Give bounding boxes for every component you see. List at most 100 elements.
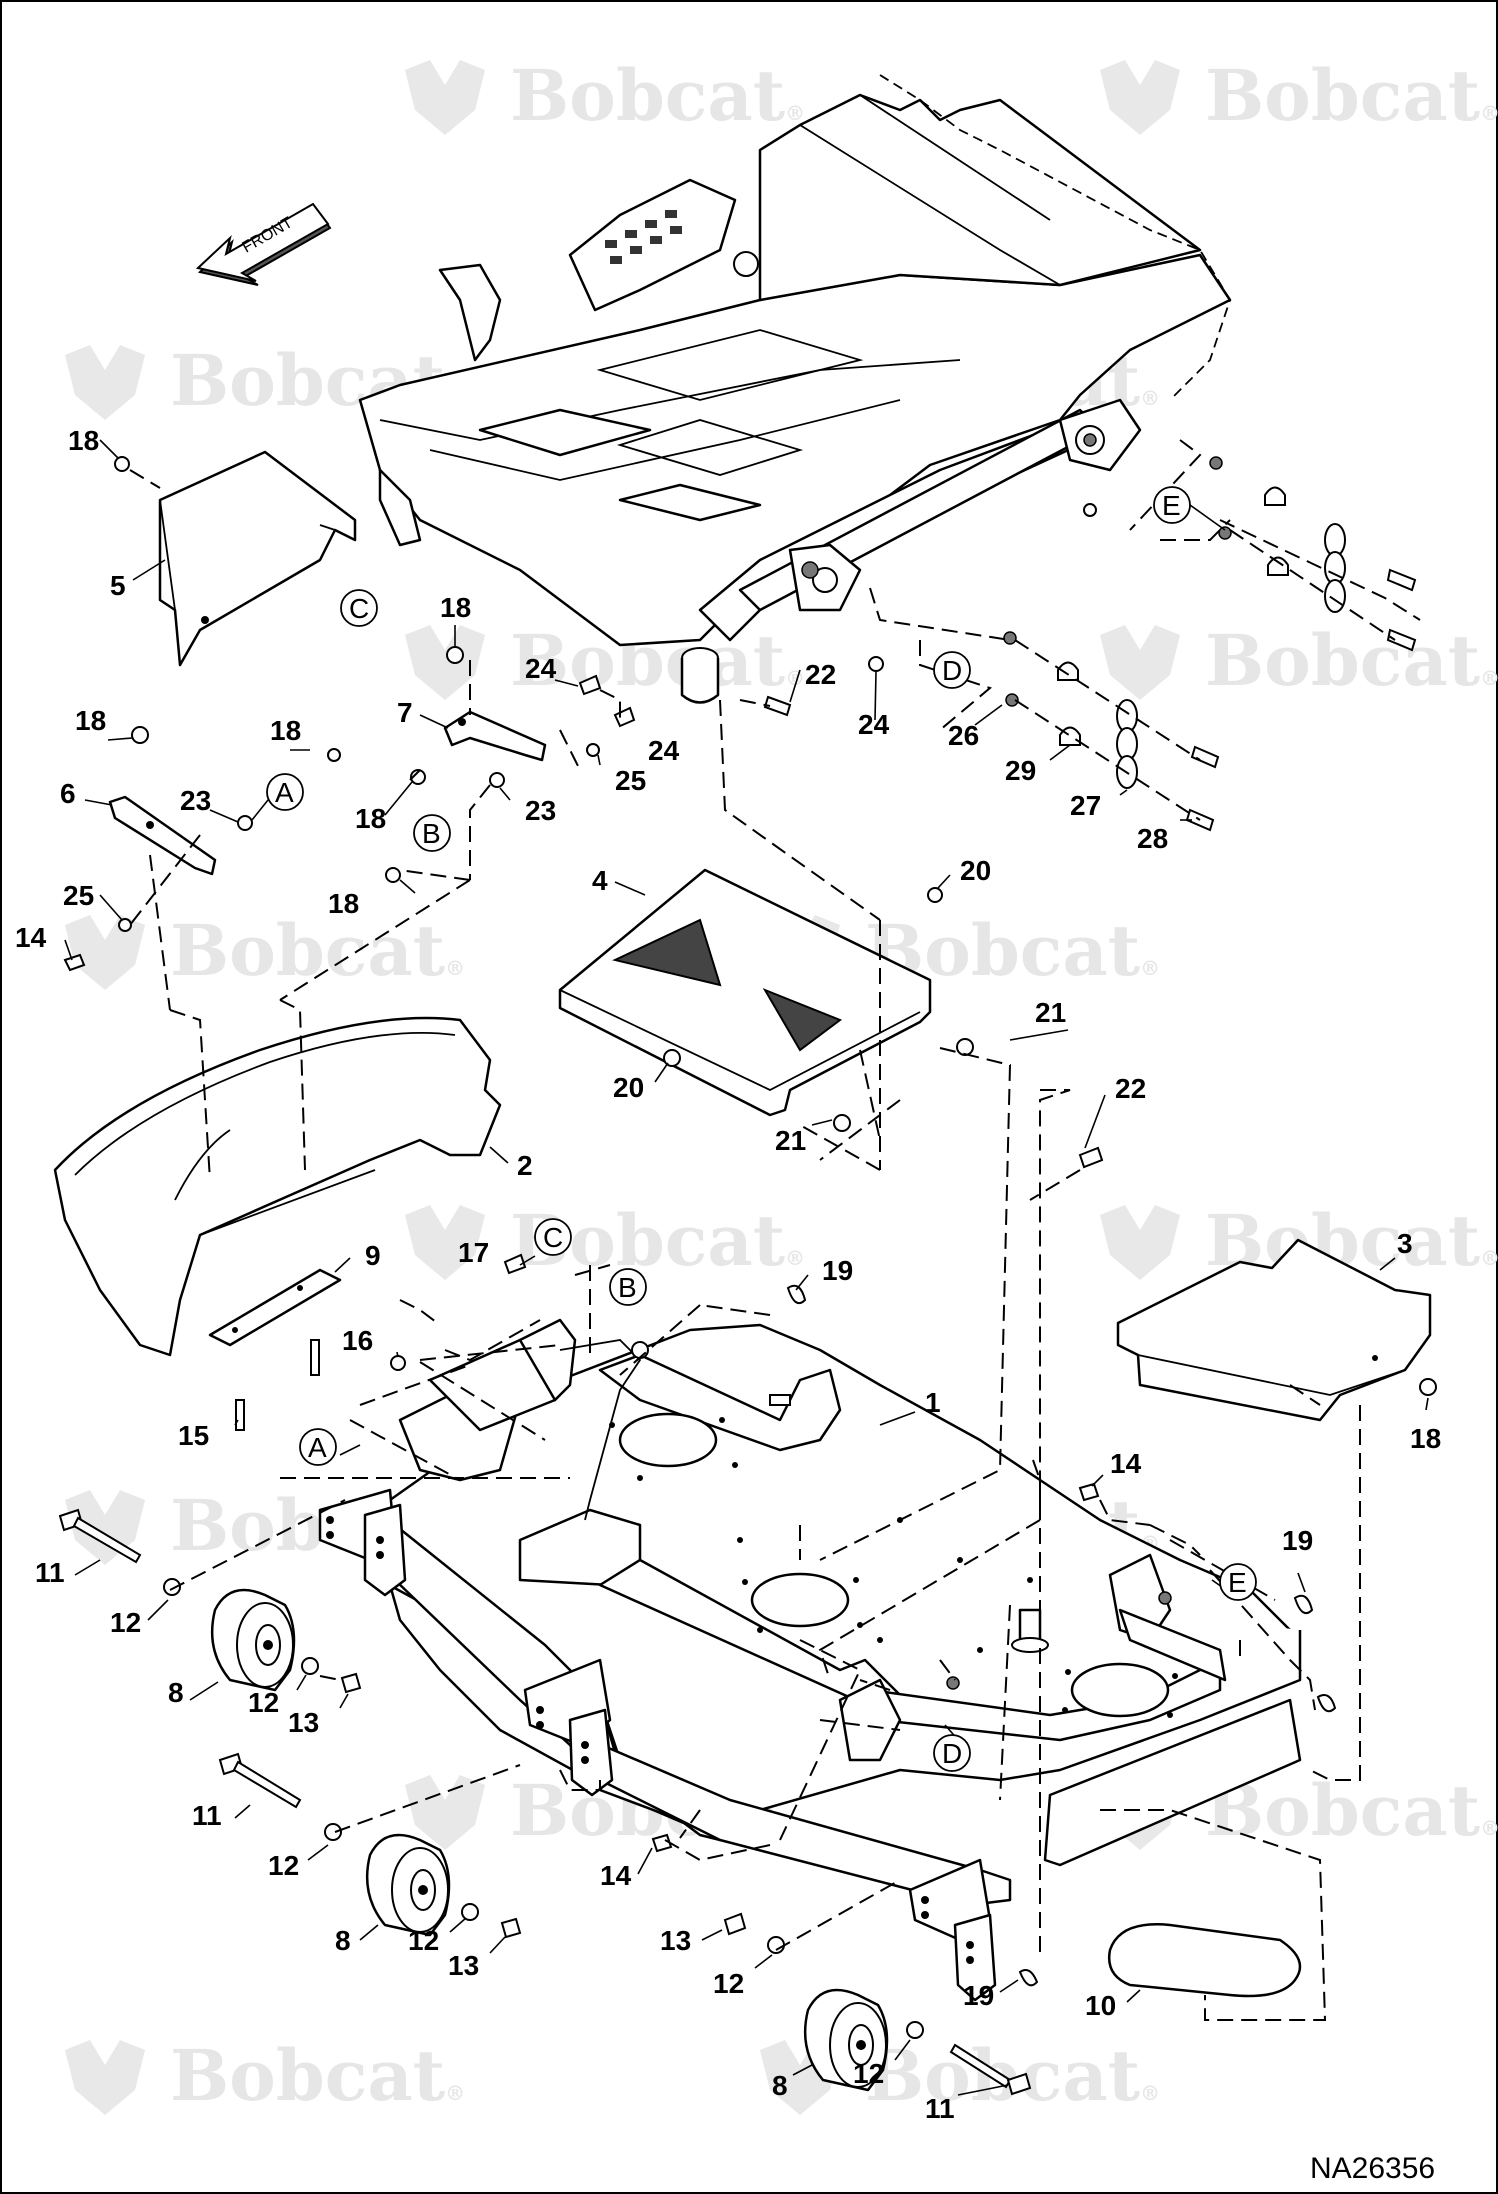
callout-13: 13 xyxy=(448,1950,479,1981)
callout-26: 26 xyxy=(948,720,979,751)
watermark-registered-mark: ® xyxy=(1480,666,1498,690)
watermark-registered-mark: ® xyxy=(1480,1816,1498,1840)
callout-18: 18 xyxy=(75,705,106,736)
watermark: Bobcat® xyxy=(1100,619,1498,702)
svg-text:Bobcat®: Bobcat® xyxy=(865,2034,1160,2117)
callout-18: 18 xyxy=(270,715,301,746)
part-1-mower-deck xyxy=(318,1318,1302,2002)
callout-19: 19 xyxy=(822,1255,853,1286)
caster-wheel-3 xyxy=(723,1912,1032,2096)
watermark: Bobcat® xyxy=(405,54,805,137)
callout-B: B xyxy=(618,1272,637,1303)
callout-2: 2 xyxy=(517,1150,533,1181)
callout-18: 18 xyxy=(355,803,386,834)
ref-circle-E xyxy=(1153,486,1191,524)
callout-9: 9 xyxy=(365,1240,381,1271)
watermark-registered-mark: ® xyxy=(1140,2081,1160,2105)
callout-D: D xyxy=(942,1738,962,1769)
callout-8: 8 xyxy=(772,2070,788,2101)
callout-20: 20 xyxy=(960,855,991,886)
callout-4: 4 xyxy=(592,865,608,896)
caster-wheel-2 xyxy=(218,1752,522,1939)
deck-hardware xyxy=(651,1284,1337,1987)
chassis-hardware xyxy=(763,456,1417,832)
control-console-detail xyxy=(605,210,682,264)
callout-12: 12 xyxy=(853,2058,884,2089)
watermark-registered-mark: ® xyxy=(1140,386,1160,410)
watermark-registered-mark: ® xyxy=(1480,101,1498,125)
ref-circle-A xyxy=(266,773,304,811)
callout-18: 18 xyxy=(328,888,359,919)
callout-1: 1 xyxy=(925,1387,941,1418)
callout-B: B xyxy=(422,818,441,849)
callout-E: E xyxy=(1228,1567,1247,1598)
part-7-bracket xyxy=(385,646,636,883)
part-4-plate xyxy=(558,868,1104,1169)
svg-text:Bobcat®: Bobcat® xyxy=(1205,619,1498,702)
callout-13: 13 xyxy=(288,1707,319,1738)
callout-19: 19 xyxy=(963,1980,994,2011)
callout-D: D xyxy=(942,655,962,686)
front-arrow-icon: FRONT xyxy=(195,202,332,286)
callout-12: 12 xyxy=(248,1687,279,1718)
ref-circle-D xyxy=(933,1734,971,1772)
callout-A: A xyxy=(275,777,294,808)
caster-wheel-1 xyxy=(58,1508,362,1694)
callout-5: 5 xyxy=(110,570,126,601)
ref-circle-E xyxy=(1219,1563,1257,1601)
callout-24: 24 xyxy=(525,653,557,684)
drawing-reference-number: NA26356 xyxy=(1310,2152,1435,2185)
watermark-registered-mark: ® xyxy=(445,956,465,980)
callout-27: 27 xyxy=(1070,790,1101,821)
callout-12: 12 xyxy=(713,1968,744,1999)
ref-circle-D xyxy=(933,651,971,689)
part-2-discharge-chute xyxy=(53,1016,502,1357)
watermark-registered-mark: ® xyxy=(1480,1246,1498,1270)
callout-A: A xyxy=(308,1432,327,1463)
callout-11: 11 xyxy=(925,2093,955,2124)
watermark: Bobcat® xyxy=(1100,54,1498,137)
leader-lines xyxy=(64,439,1429,2096)
callout-19: 19 xyxy=(1282,1525,1313,1556)
callout-11: 11 xyxy=(192,1800,222,1831)
ref-circle-B xyxy=(413,814,451,852)
callout-10: 10 xyxy=(1085,1990,1116,2021)
callout-12: 12 xyxy=(408,1925,439,1956)
chain-D-icon xyxy=(1116,699,1138,789)
callout-23: 23 xyxy=(525,795,556,826)
part-6-bracket xyxy=(63,726,341,972)
callout-23: 23 xyxy=(180,785,211,816)
svg-text:Bobcat®: Bobcat® xyxy=(510,54,805,137)
watermark-registered-mark: ® xyxy=(445,2081,465,2105)
watermark-registered-mark: ® xyxy=(785,1246,805,1270)
callout-6: 6 xyxy=(60,778,76,809)
callout-18: 18 xyxy=(440,592,471,623)
callout-22: 22 xyxy=(1115,1073,1146,1104)
watermark-registered-mark: ® xyxy=(1140,956,1160,980)
callout-C: C xyxy=(349,593,369,624)
callout-C: C xyxy=(543,1222,563,1253)
callout-13: 13 xyxy=(660,1925,691,1956)
watermark: Bobcat® xyxy=(760,2034,1160,2117)
callout-15: 15 xyxy=(178,1420,209,1451)
part-10-cover xyxy=(1107,1923,1302,1998)
callout-12: 12 xyxy=(110,1607,141,1638)
part-3-shield xyxy=(1116,1238,1437,1422)
svg-text:Bobcat®: Bobcat® xyxy=(170,2034,465,2117)
callout-14: 14 xyxy=(600,1860,632,1891)
watermark: Bobcat® xyxy=(65,2034,465,2117)
watermark: Bobcat® xyxy=(65,909,465,992)
callout-17: 17 xyxy=(458,1237,489,1268)
callout-7: 7 xyxy=(397,697,413,728)
svg-text:Bobcat®: Bobcat® xyxy=(170,909,465,992)
assembly-lines xyxy=(129,439,1421,2021)
callout-8: 8 xyxy=(335,1925,351,1956)
callout-22: 22 xyxy=(805,659,836,690)
callout-21: 21 xyxy=(1035,997,1066,1028)
callout-14: 14 xyxy=(1110,1448,1142,1479)
callout-16: 16 xyxy=(342,1325,373,1356)
callout-29: 29 xyxy=(1005,755,1036,786)
callout-18: 18 xyxy=(68,425,99,456)
